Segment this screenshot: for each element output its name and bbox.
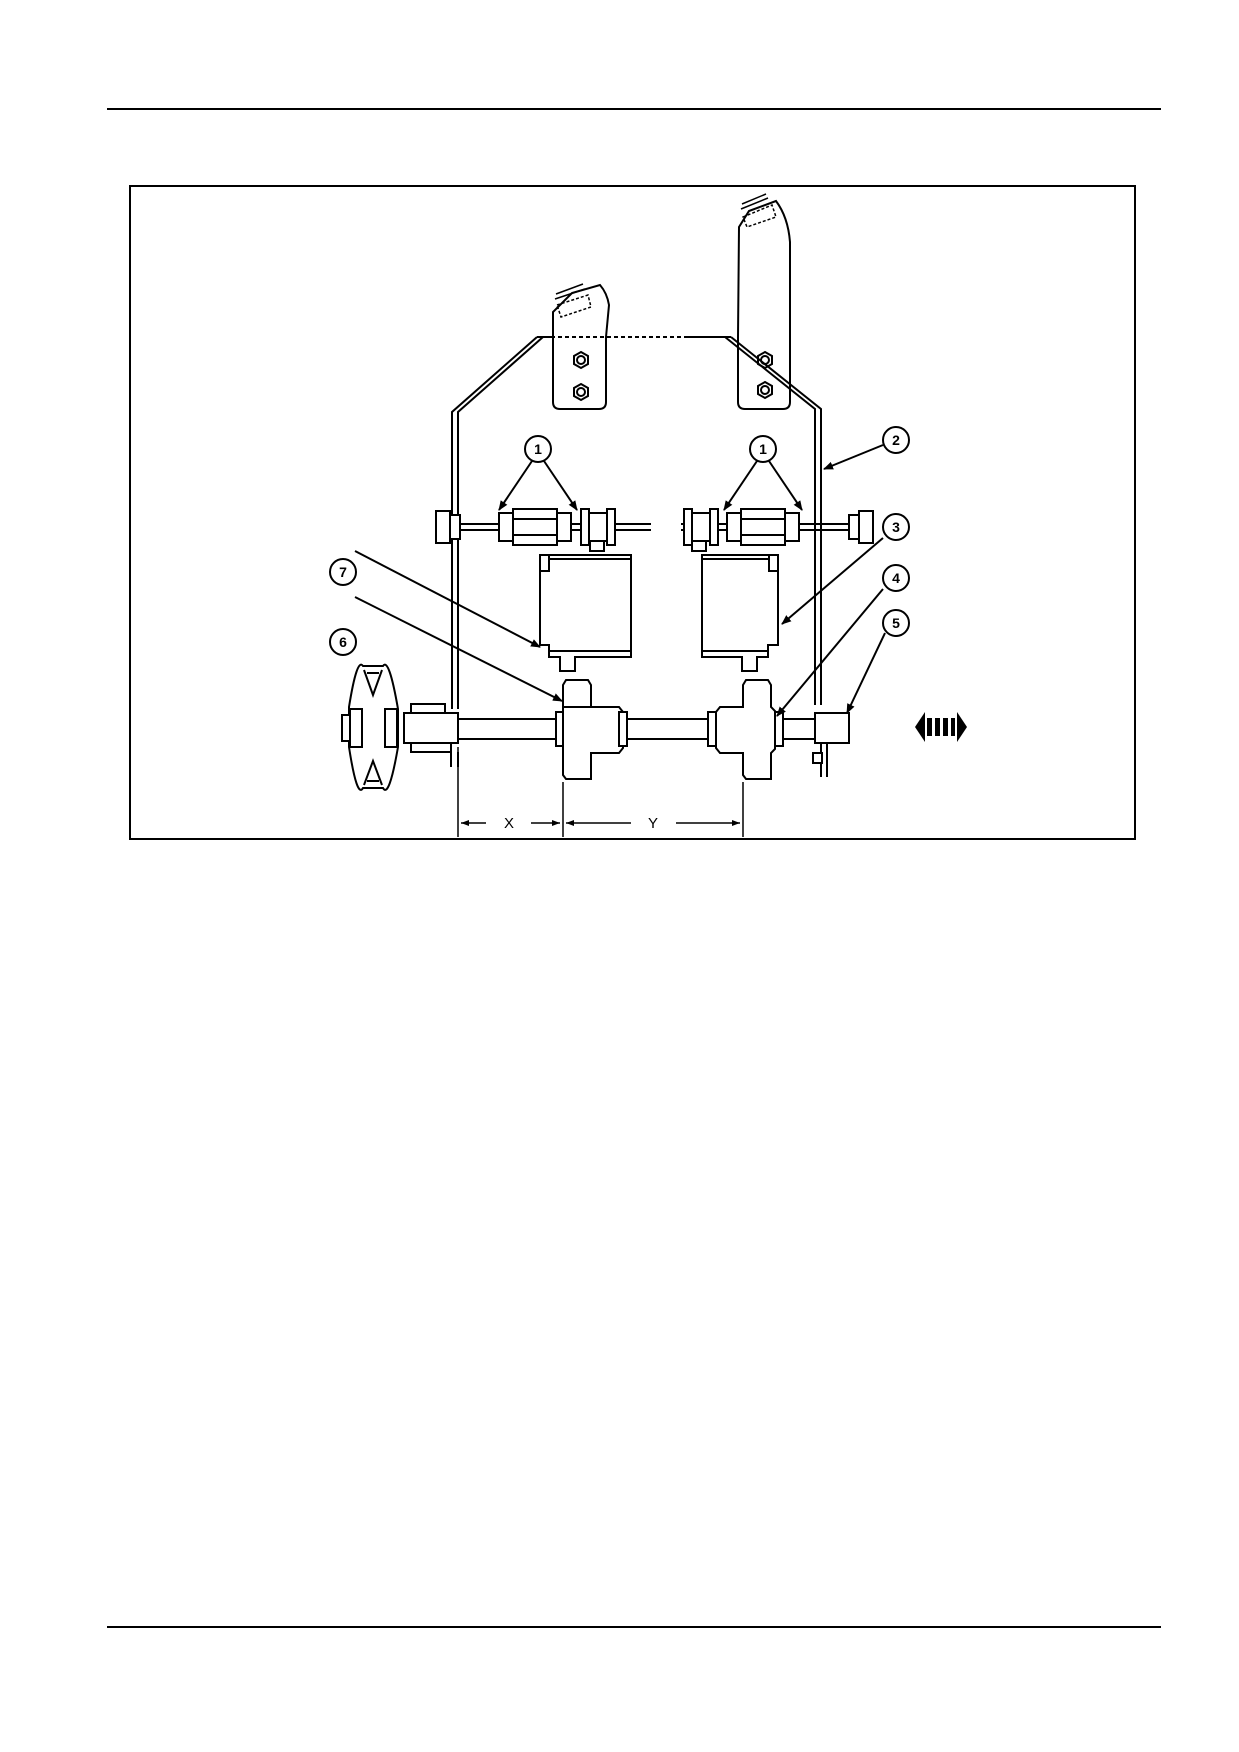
callout-2: 2 bbox=[882, 426, 910, 454]
callout-3: 3 bbox=[882, 513, 910, 541]
svg-text:1: 1 bbox=[534, 441, 542, 457]
mechanism-diagram: X Y 1 1 2 3 4 5 6 bbox=[329, 193, 967, 837]
right-pedal bbox=[737, 193, 791, 410]
right-hub bbox=[707, 679, 784, 780]
dimension-lines bbox=[457, 747, 744, 837]
right-lever bbox=[701, 554, 779, 672]
svg-text:6: 6 bbox=[339, 634, 347, 650]
svg-text:2: 2 bbox=[892, 432, 900, 448]
footer-rule bbox=[107, 1626, 1161, 1628]
svg-text:5: 5 bbox=[892, 615, 900, 631]
svg-text:1: 1 bbox=[759, 441, 767, 457]
left-pedal bbox=[552, 283, 611, 410]
double-headed-arrow-icon bbox=[915, 712, 967, 742]
callout-5: 5 bbox=[882, 609, 910, 637]
svg-text:4: 4 bbox=[892, 570, 900, 586]
callout-4: 4 bbox=[882, 564, 910, 592]
leader-lines bbox=[354, 444, 886, 717]
dimension-label-x: X bbox=[504, 815, 514, 832]
pulley bbox=[341, 663, 399, 791]
callout-7: 7 bbox=[329, 558, 357, 586]
svg-text:7: 7 bbox=[339, 564, 347, 580]
callout-1-right: 1 bbox=[749, 435, 777, 463]
figure-frame: X Y 1 1 2 3 4 5 6 bbox=[129, 185, 1136, 840]
callout-1-left: 1 bbox=[524, 435, 552, 463]
svg-text:3: 3 bbox=[892, 519, 900, 535]
frame-plate bbox=[451, 336, 822, 709]
cross-shaft bbox=[403, 703, 850, 777]
header-rule bbox=[107, 108, 1161, 110]
left-lever bbox=[539, 554, 632, 672]
adjuster-rod bbox=[435, 508, 874, 552]
left-hub bbox=[555, 679, 628, 780]
dimension-label-y: Y bbox=[648, 815, 658, 832]
callout-6: 6 bbox=[329, 628, 357, 656]
